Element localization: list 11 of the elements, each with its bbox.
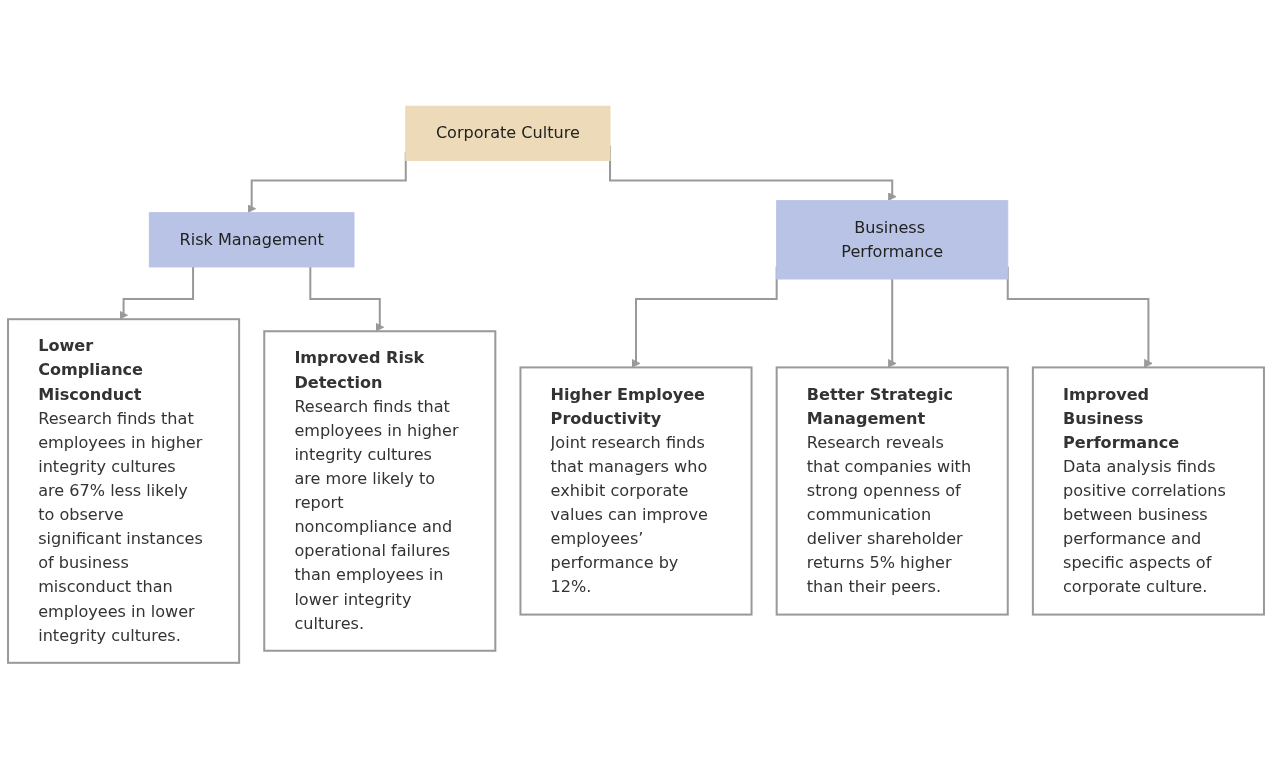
arrow (887, 279, 897, 368)
node-box: Corporate Culture (405, 105, 611, 161)
node-box: Lower Compliance Misconduct Research finds that employees in higher integrity cultures are 67% less likely to observe significant instances of business misconduct than employees in lower integrity cultures. (7, 318, 241, 664)
arrow (119, 266, 195, 320)
node-box: Risk Management (148, 212, 355, 268)
node-box: Improved Risk Detection Research finds that employees in higher integrity cultures are more likely to report noncompliance and operational failures than employees in lower integrity cultures. (263, 330, 497, 652)
node-box: Improved Business Performance Data analysis finds positive correlations between business performance and specific aspects of corporate culture. (1031, 366, 1265, 616)
arrow (309, 266, 385, 332)
node-box: Business Performance (776, 200, 1009, 280)
node-box: Higher Employee Productivity Joint research finds that managers who exhibit corporate values can improve employees’ performance by 12%. (519, 366, 753, 616)
node-box: Better Strategic Management Research reveals that companies with strong openness of communication deliver shareholder returns 5% higher than their peers. (775, 366, 1009, 616)
